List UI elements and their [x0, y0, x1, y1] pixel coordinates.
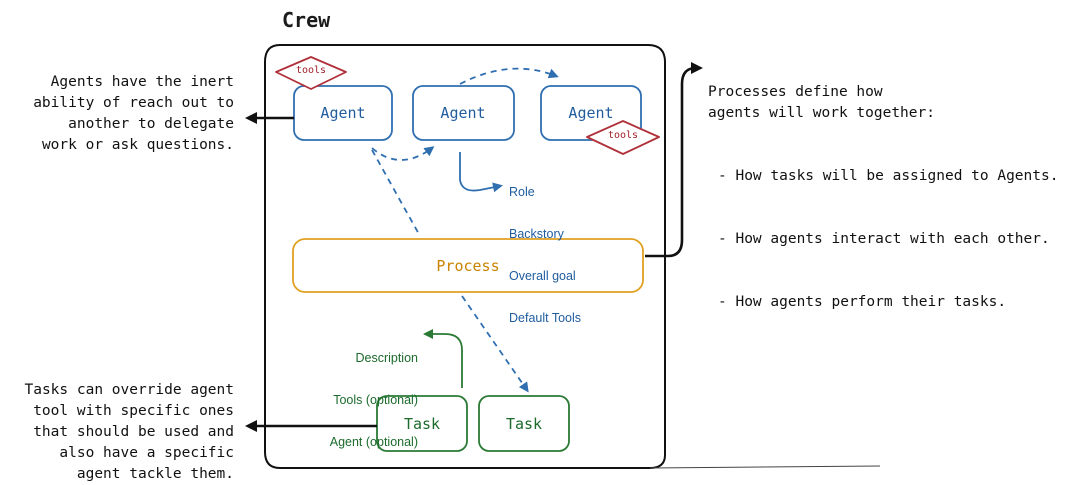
task-attribute: Description	[355, 351, 418, 365]
agent-attributes-arrow	[459, 152, 503, 193]
process-to-task-arrow	[461, 295, 529, 393]
tools-label-1: tools	[295, 65, 327, 76]
tools-badge-2	[586, 120, 660, 155]
agent-attribute: Role	[509, 185, 535, 199]
process-note-bullet: - How tasks will be assigned to Agents.	[718, 168, 1059, 184]
process-label[interactable]: Process	[436, 257, 500, 275]
process-note-bullet: - How agents interact with each other.	[718, 231, 1050, 247]
agent-box-1[interactable]	[293, 85, 393, 141]
agent-label-2[interactable]: Agent	[440, 104, 486, 122]
tools-badge-1	[275, 56, 347, 90]
baseline-extension	[649, 465, 881, 469]
process-note-title: Processes define how agents will work to…	[708, 84, 935, 121]
agent-attributes-list: Role Backstory Overall goal Default Tool…	[509, 157, 581, 339]
task-attribute: Agent (optional)	[329, 435, 418, 449]
agent-label-1[interactable]: Agent	[320, 104, 366, 122]
delegation-arrow-lower	[371, 146, 435, 161]
agent-box-2[interactable]	[412, 85, 515, 141]
agent-attribute: Backstory	[509, 227, 564, 241]
process-box[interactable]	[292, 238, 644, 293]
agents-delegation-note: Agents have the inert ability of reach o…	[33, 74, 234, 153]
task-attributes-list: Description Tools (optional) Agent (opti…	[330, 323, 418, 463]
crew-title: Crew	[282, 8, 331, 32]
process-note-bullet: - How agents perform their tasks.	[718, 294, 1007, 310]
delegation-arrow-top	[459, 67, 559, 85]
process-description-note: Processes define how agents will work to…	[708, 40, 1058, 334]
task-label-2[interactable]: Task	[505, 415, 543, 433]
task-label-1[interactable]: Task	[403, 415, 441, 433]
tools-label-2: tools	[607, 130, 639, 141]
task-attribute: Tools (optional)	[333, 393, 418, 407]
process-note-arrow	[645, 62, 703, 258]
agent-attribute: Overall goal	[509, 269, 576, 283]
task-box-1[interactable]	[376, 395, 468, 452]
task-attributes-arrow	[423, 329, 463, 388]
agent-to-process-dashed	[371, 149, 421, 237]
task-box-2[interactable]	[478, 395, 570, 452]
agent-label-3[interactable]: Agent	[568, 104, 614, 122]
agent-attribute: Default Tools	[509, 311, 582, 325]
tasks-override-note: Tasks can override agent tool with speci…	[24, 382, 234, 482]
